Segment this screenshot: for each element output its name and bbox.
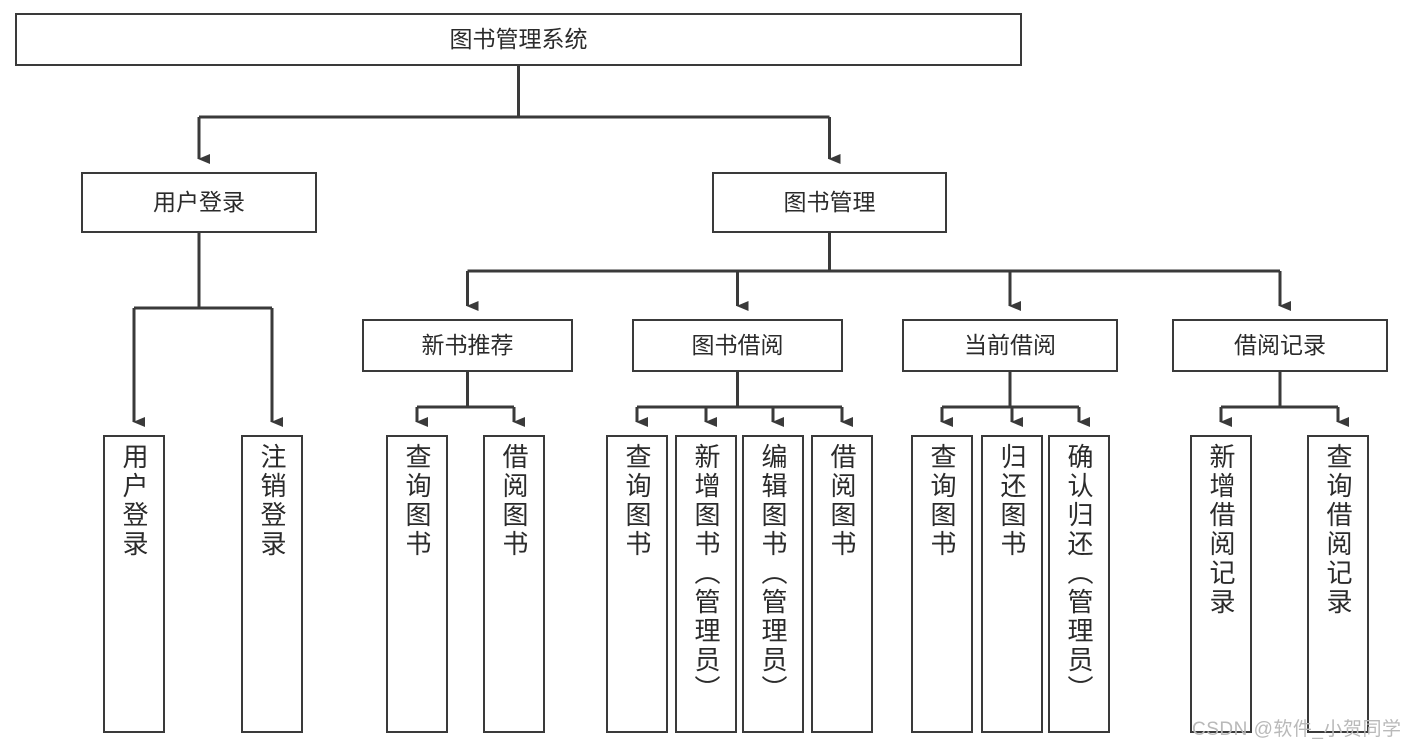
node-label-root: 图书管理系统 bbox=[449, 25, 588, 52]
node-label-current-borrow: 当前借阅 bbox=[964, 331, 1056, 358]
node-label-new-book-rec: 新书推荐 bbox=[421, 331, 514, 358]
node-borrow-record[interactable]: 借阅记录 bbox=[1172, 319, 1388, 372]
node-leaf-cur-confirm[interactable]: 确认归还（管理员） bbox=[1048, 435, 1110, 733]
node-leaf-borrow-edit[interactable]: 编辑图书（管理员） bbox=[742, 435, 804, 733]
node-root[interactable]: 图书管理系统 bbox=[15, 13, 1022, 66]
node-label-leaf-cur-return: 归还图书 bbox=[997, 443, 1027, 559]
node-leaf-borrow-lend[interactable]: 借阅图书 bbox=[811, 435, 873, 733]
node-leaf-borrow-add[interactable]: 新增图书（管理员） bbox=[675, 435, 737, 733]
node-label-leaf-rec-borrow: 借阅图书 bbox=[499, 443, 529, 559]
node-label-leaf-rec-search: 查询借阅记录 bbox=[1323, 443, 1353, 617]
node-book-borrow[interactable]: 图书借阅 bbox=[632, 319, 843, 372]
node-leaf-borrow-query[interactable]: 查询图书 bbox=[606, 435, 668, 733]
node-leaf-rec-query[interactable]: 查询图书 bbox=[386, 435, 448, 733]
node-label-leaf-borrow-query: 查询图书 bbox=[622, 443, 652, 559]
node-book-manage[interactable]: 图书管理 bbox=[712, 172, 947, 233]
node-label-user-login: 用户登录 bbox=[153, 188, 245, 215]
node-leaf-cur-query[interactable]: 查询图书 bbox=[911, 435, 973, 733]
node-leaf-rec-borrow[interactable]: 借阅图书 bbox=[483, 435, 545, 733]
node-label-book-borrow: 图书借阅 bbox=[691, 331, 784, 358]
node-leaf-rec-search[interactable]: 查询借阅记录 bbox=[1307, 435, 1369, 733]
node-leaf-cur-return[interactable]: 归还图书 bbox=[981, 435, 1043, 733]
node-label-leaf-user-login: 用户登录 bbox=[119, 443, 149, 559]
node-label-leaf-user-logout: 注销登录 bbox=[257, 443, 287, 559]
node-label-leaf-rec-add: 新增借阅记录 bbox=[1206, 443, 1236, 617]
csdn-watermark: CSDN @软件_小贺同学 bbox=[1192, 719, 1402, 740]
node-label-leaf-borrow-add: 新增图书（管理员） bbox=[691, 443, 721, 704]
node-leaf-rec-add[interactable]: 新增借阅记录 bbox=[1190, 435, 1252, 733]
node-new-book-rec[interactable]: 新书推荐 bbox=[362, 319, 573, 372]
node-label-borrow-record: 借阅记录 bbox=[1234, 331, 1326, 358]
node-leaf-user-login[interactable]: 用户登录 bbox=[103, 435, 165, 733]
node-label-leaf-cur-confirm: 确认归还（管理员） bbox=[1064, 443, 1094, 704]
node-user-login[interactable]: 用户登录 bbox=[81, 172, 317, 233]
node-label-book-manage: 图书管理 bbox=[783, 188, 876, 215]
node-label-leaf-cur-query: 查询图书 bbox=[927, 443, 957, 559]
node-label-leaf-borrow-lend: 借阅图书 bbox=[827, 443, 857, 559]
node-label-leaf-borrow-edit: 编辑图书（管理员） bbox=[758, 443, 788, 704]
node-leaf-user-logout[interactable]: 注销登录 bbox=[241, 435, 303, 733]
node-current-borrow[interactable]: 当前借阅 bbox=[902, 319, 1118, 372]
node-label-leaf-rec-query: 查询图书 bbox=[402, 443, 432, 559]
